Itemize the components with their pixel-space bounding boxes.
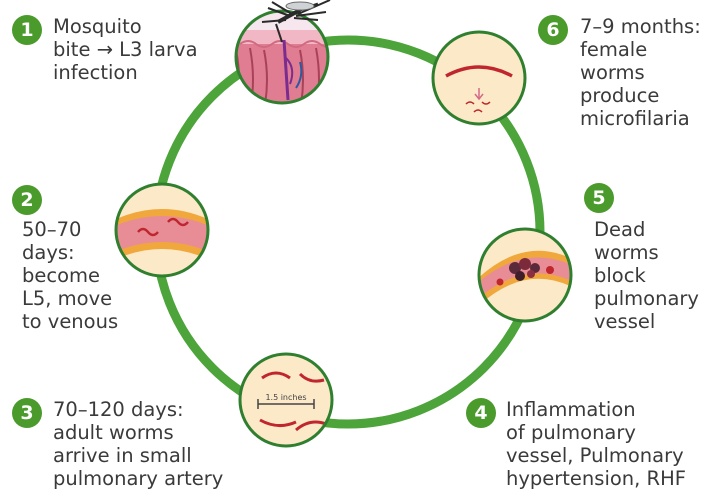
step-2-text: 50–70 days: become L5, move to venous: [22, 218, 118, 333]
node-2-vessel-larvae: [110, 184, 214, 276]
step-4-line: Inflammation: [506, 398, 686, 421]
step-4-line: vessel, Pulmonary: [506, 444, 686, 467]
node-1-mosquito-bite: [230, 0, 340, 114]
step-5-line: vessel: [594, 310, 699, 333]
step-6-line: 7–9 months:: [580, 15, 701, 38]
step-2-badge: 2: [12, 185, 42, 215]
step-2-line: to venous: [22, 310, 118, 333]
step-5-line: Dead: [594, 218, 699, 241]
step-1-line: Mosquito: [53, 15, 198, 38]
step-4-line: of pulmonary: [506, 421, 686, 444]
step-3-line: pulmonary artery: [53, 467, 223, 490]
step-5-line: worms: [594, 241, 699, 264]
node-6-microfilaria: [433, 32, 525, 124]
measure-label: 1.5 inches: [265, 393, 306, 402]
step-1-line: infection: [53, 61, 198, 84]
step-6-line: worms: [580, 61, 701, 84]
node-3-adult-worms: 1.5 inches: [240, 354, 332, 446]
step-2-line: become: [22, 264, 118, 287]
step-2-line: days:: [22, 241, 118, 264]
step-5-badge: 5: [584, 183, 614, 213]
step-6-badge: 6: [538, 15, 568, 45]
step-6-line: female: [580, 38, 701, 61]
step-3-text: 70–120 days: adult worms arrive in small…: [53, 398, 223, 490]
step-3-line: adult worms: [53, 421, 223, 444]
step-6-text: 7–9 months: female worms produce microfi…: [580, 15, 701, 130]
step-4-line: hypertension, RHF: [506, 467, 686, 490]
step-3-line: 70–120 days:: [53, 398, 223, 421]
step-2-line: L5, move: [22, 287, 118, 310]
step-3-badge: 3: [12, 398, 42, 428]
step-5-line: pulmonary: [594, 287, 699, 310]
step-1-line: bite → L3 larva: [53, 38, 198, 61]
step-5-text: Dead worms block pulmonary vessel: [594, 218, 699, 333]
step-1-text: Mosquito bite → L3 larva infection: [53, 15, 198, 84]
step-6-line: microfilaria: [580, 107, 701, 130]
step-3-line: arrive in small: [53, 444, 223, 467]
step-6-line: produce: [580, 84, 701, 107]
step-4-badge: 4: [466, 398, 496, 428]
step-1-badge: 1: [12, 15, 42, 45]
step-5-line: block: [594, 264, 699, 287]
node-5-blocked-vessel: [474, 229, 578, 321]
step-2-line: 50–70: [22, 218, 118, 241]
step-4-text: Inflammation of pulmonary vessel, Pulmon…: [506, 398, 686, 490]
